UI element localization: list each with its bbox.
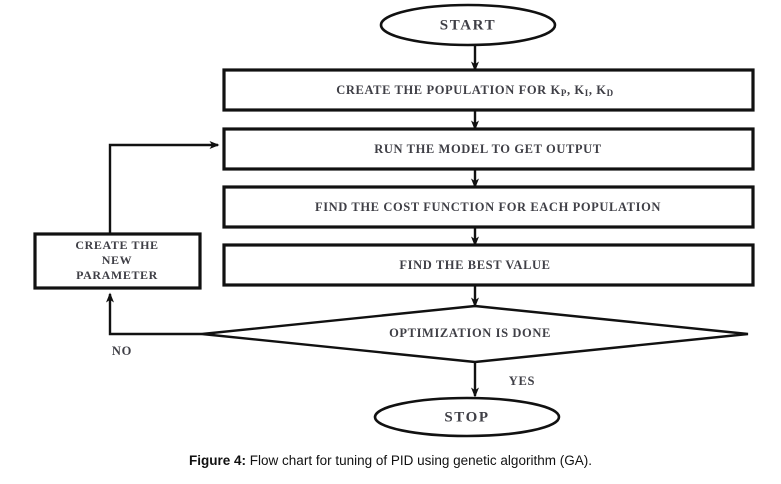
stop-ellipse — [373, 396, 561, 438]
node-best-value[interactable]: FIND THE BEST VALUE — [222, 243, 755, 287]
connector-decision-no-to-new-parameter — [106, 292, 202, 336]
best-value-label: FIND THE BEST VALUE — [399, 258, 550, 272]
optimization-decision-diamond — [201, 304, 749, 364]
figure-caption-label: Figure 4: — [189, 453, 247, 468]
node-optimization-done[interactable]: OPTIMIZATION IS DONE — [201, 304, 749, 364]
edge-label-yes: YES — [509, 374, 535, 388]
run-model-box — [222, 127, 755, 171]
run-model-label: RUN THE MODEL TO GET OUTPUT — [374, 142, 602, 156]
node-start[interactable]: START — [379, 3, 557, 47]
create-population-box — [222, 68, 755, 112]
best-value-box — [222, 243, 755, 287]
node-new-parameter[interactable]: CREATE THE NEW PARAMETER — [33, 232, 202, 290]
edge-label-no: NO — [112, 344, 132, 358]
cost-function-box — [222, 185, 755, 229]
new-parameter-label-line3: PARAMETER — [76, 268, 158, 282]
stop-label: STOP — [444, 409, 489, 425]
optimization-decision-label: OPTIMIZATION IS DONE — [389, 326, 551, 340]
flowchart-canvas: START CREATE THE POPULATION FOR KP, KI, … — [33, 3, 755, 438]
node-create-population[interactable]: CREATE THE POPULATION FOR KP, KI, KD — [222, 68, 755, 112]
connector-new-parameter-to-run-model — [108, 141, 220, 234]
node-stop[interactable]: STOP — [373, 396, 561, 438]
figure-caption-text: Flow chart for tuning of PID using genet… — [246, 453, 592, 468]
start-ellipse — [379, 3, 557, 47]
node-run-model[interactable]: RUN THE MODEL TO GET OUTPUT — [222, 127, 755, 171]
new-parameter-label-line2: NEW — [102, 253, 132, 267]
cost-function-label: FIND THE COST FUNCTION FOR EACH POPULATI… — [315, 200, 661, 214]
start-label: START — [440, 17, 496, 33]
create-population-label: CREATE THE POPULATION FOR KP, KI, KD — [336, 83, 613, 98]
new-parameter-label-line1: CREATE THE — [75, 238, 158, 252]
node-cost-function[interactable]: FIND THE COST FUNCTION FOR EACH POPULATI… — [222, 185, 755, 229]
new-parameter-box — [33, 232, 202, 290]
figure-caption: Figure 4: Flow chart for tuning of PID u… — [0, 452, 781, 470]
